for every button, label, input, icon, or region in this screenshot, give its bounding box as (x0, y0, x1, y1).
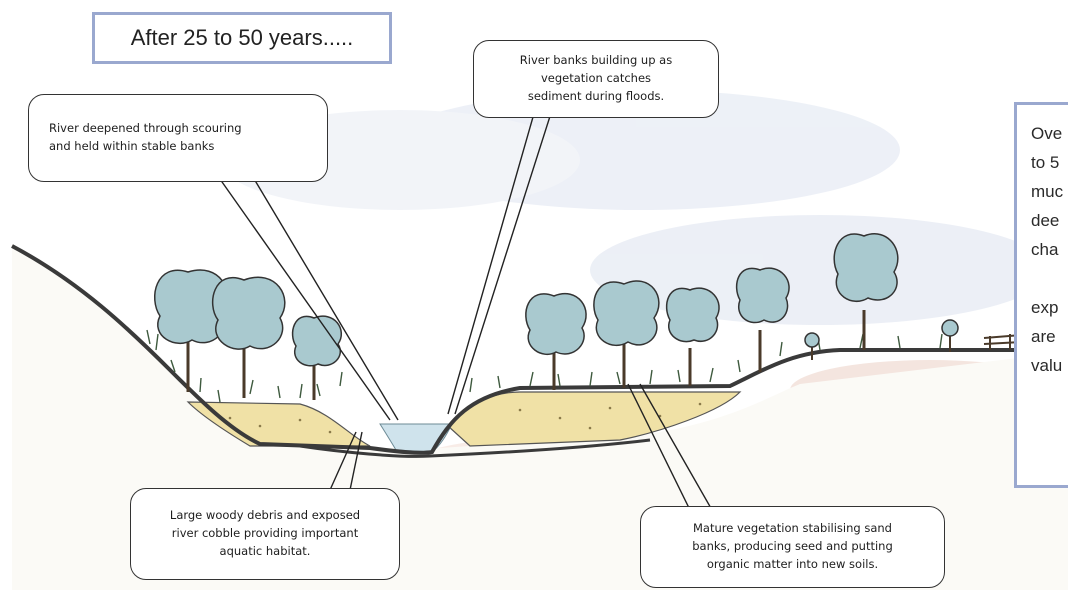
callout-line: Large woody debris and exposed (169, 508, 361, 523)
side-text-line: valu (1031, 356, 1063, 375)
callout-line: and held within stable banks (49, 139, 215, 153)
sand-speckle (228, 402, 702, 434)
diagram-title: After 25 to 50 years..... (92, 12, 392, 64)
callout-river-banks: River banks building up as vegetation ca… (473, 40, 719, 118)
side-text-panel: Ove to 5 muc dee cha exp are valu (1014, 102, 1068, 488)
trees-right (525, 233, 959, 390)
side-text-line: exp (1031, 298, 1059, 317)
side-text-line: cha (1031, 240, 1059, 259)
side-text-line: are (1031, 327, 1056, 346)
callout-line: river cobble providing important (171, 526, 359, 541)
callout-line: River banks building up as (519, 53, 673, 68)
grass (146, 329, 943, 403)
callout-line: sediment during floods. (527, 88, 665, 103)
side-text-line: to 5 (1031, 153, 1060, 172)
callout-river-deepened: River deepened through scouring and held… (28, 94, 328, 182)
callout-line: aquatic habitat. (219, 543, 311, 558)
leader-lines (214, 109, 713, 511)
ground-profile (11, 244, 1068, 455)
side-text-line: muc (1031, 182, 1064, 201)
callout-line: vegetation catches (540, 71, 652, 86)
callout-line: organic matter into new soils. (706, 556, 879, 571)
callout-line: Mature vegetation stabilising sand (693, 521, 892, 536)
callout-line: banks, producing seed and putting (692, 539, 893, 554)
callout-mature-vegetation: Mature vegetation stabilising sand banks… (640, 506, 945, 588)
side-text-line: dee (1031, 211, 1060, 230)
side-text-line (1031, 264, 1068, 293)
callout-woody-debris: Large woody debris and exposed river cob… (130, 488, 400, 580)
left-sand-bank (186, 401, 371, 447)
trees-left (153, 269, 343, 400)
side-text-line: Ove (1031, 124, 1063, 143)
callout-line: River deepened through scouring (49, 121, 242, 136)
